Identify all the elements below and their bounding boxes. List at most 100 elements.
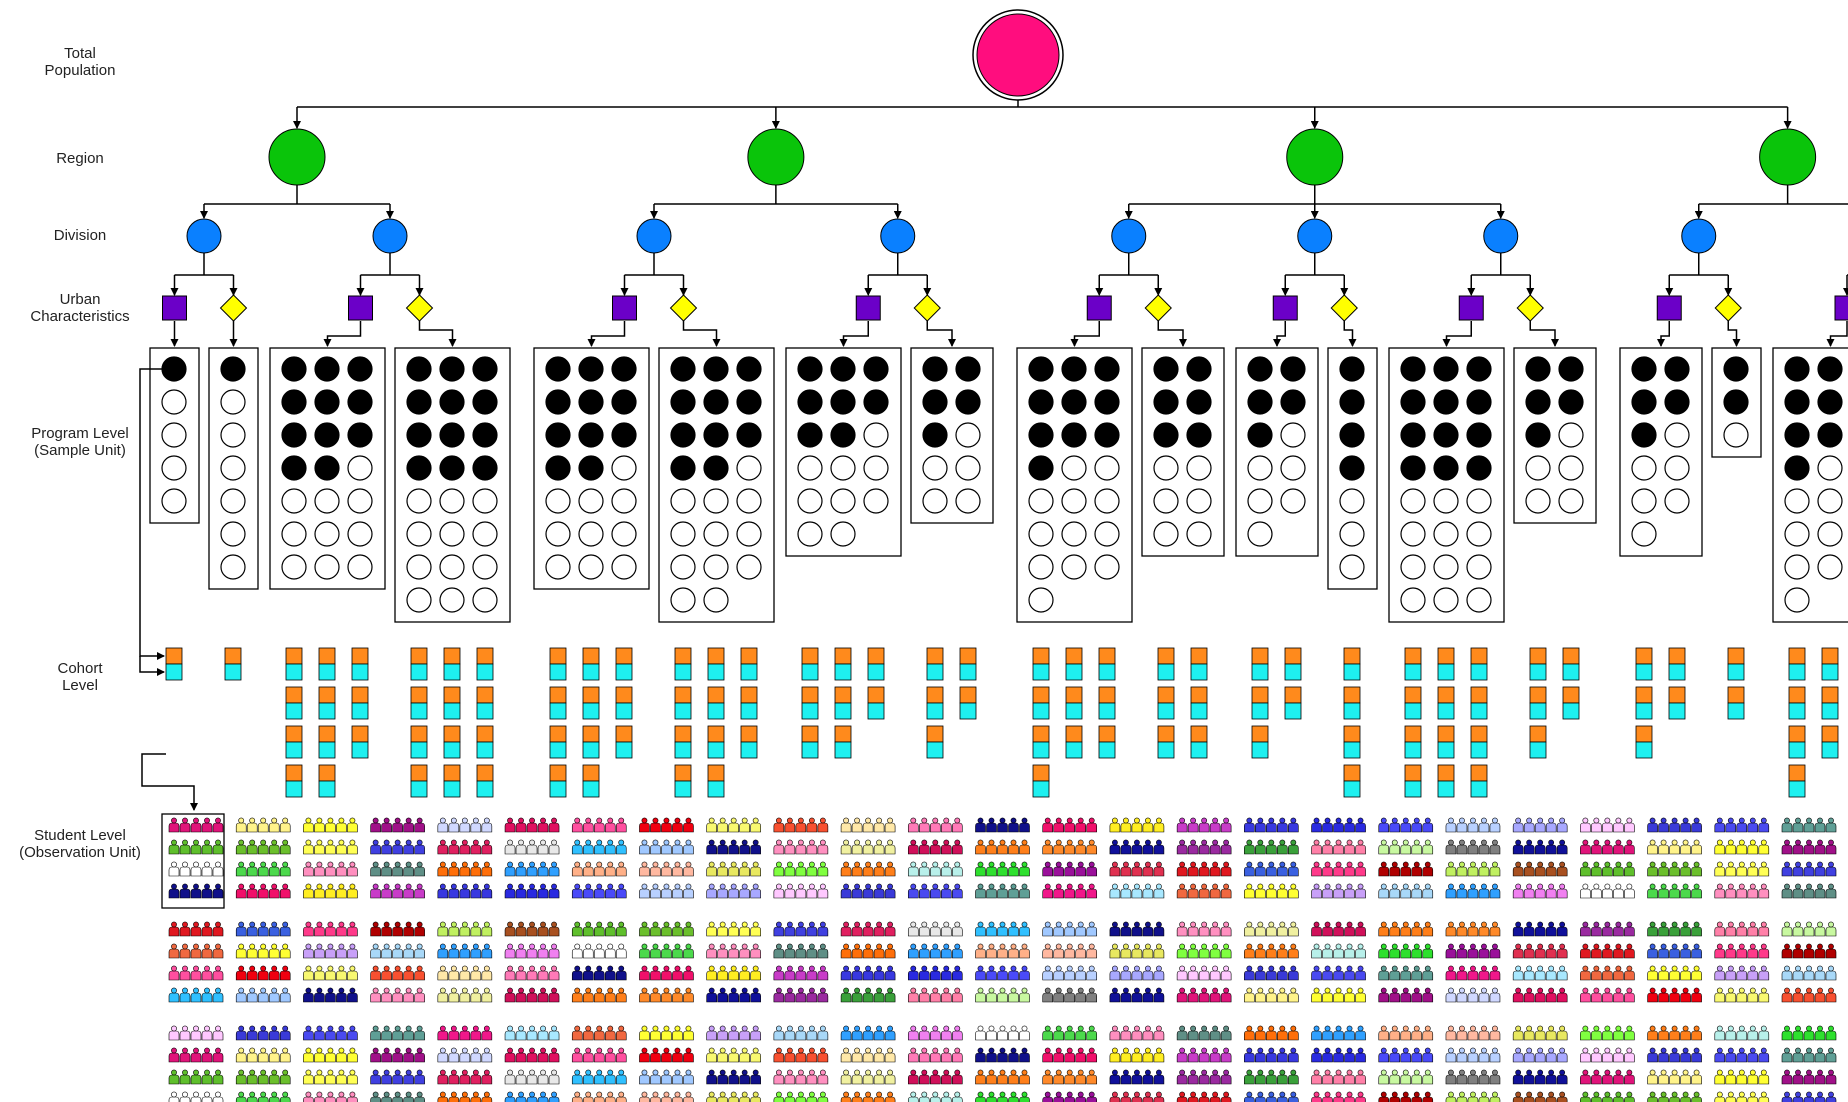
student-icon: [1053, 1030, 1065, 1041]
student-head: [327, 1069, 334, 1076]
student-head: [1179, 883, 1186, 890]
cohort-bottom-cell: [318, 780, 336, 798]
student-head: [249, 1047, 256, 1054]
student-head: [338, 1091, 345, 1098]
student-icon: [392, 970, 403, 981]
student-head: [1604, 861, 1611, 868]
student-icon: [639, 948, 650, 959]
student-head: [663, 817, 670, 824]
student-head: [596, 1091, 603, 1098]
student-icon: [1602, 1052, 1613, 1063]
student-head: [1279, 1091, 1286, 1098]
student-head: [1559, 839, 1566, 846]
student-icon: [784, 822, 796, 833]
student-head: [1626, 965, 1633, 972]
student-icon: [1131, 1096, 1143, 1102]
unsampled-program-circle: [1558, 488, 1584, 514]
student-head: [1357, 943, 1364, 950]
student-head: [641, 817, 648, 824]
student-icon: [672, 888, 683, 899]
cohort-top-cell: [1343, 686, 1361, 704]
student-icon: [246, 1096, 258, 1102]
student-head: [1481, 921, 1487, 928]
student-head: [383, 817, 390, 824]
student-head: [1055, 1091, 1062, 1098]
student-icon: [1209, 1030, 1221, 1041]
unsampled-program-circle: [736, 488, 762, 514]
student-icon: [728, 1074, 739, 1085]
student-icon: [873, 970, 885, 981]
student-icon: [1220, 1030, 1232, 1041]
student-head: [1223, 883, 1230, 890]
cohort-bottom-cell: [740, 663, 758, 681]
student-icon: [1120, 948, 1132, 959]
student-head: [383, 1091, 390, 1098]
student-head: [1795, 883, 1801, 890]
student-head: [1112, 987, 1118, 994]
student-head: [1123, 1025, 1129, 1032]
student-head: [1010, 1025, 1017, 1032]
student-icon: [179, 844, 191, 855]
student-head: [1246, 1025, 1253, 1032]
student-head: [674, 883, 681, 890]
student-icon: [1198, 1096, 1210, 1102]
unsampled-program-circle: [1339, 488, 1365, 514]
student-head: [171, 817, 177, 824]
student-icon: [582, 926, 594, 937]
student-icon: [1803, 844, 1815, 855]
unsampled-program-circle: [406, 587, 432, 613]
student-icon: [548, 992, 560, 1003]
student-head: [1055, 965, 1062, 972]
student-icon: [381, 888, 392, 899]
student-head: [674, 817, 681, 824]
student-head: [338, 1025, 345, 1032]
student-icon: [1400, 926, 1412, 937]
cohort-bottom-cell: [1343, 741, 1361, 759]
student-head: [1021, 943, 1028, 950]
student-head: [585, 839, 592, 846]
student-head: [383, 1069, 390, 1076]
student-icon: [1153, 866, 1165, 877]
sampled-program-circle: [281, 455, 307, 481]
student-head: [1828, 839, 1834, 846]
student-icon: [1758, 1030, 1770, 1041]
student-icon: [370, 1096, 381, 1102]
student-head: [1088, 921, 1095, 928]
student-icon: [650, 888, 661, 899]
student-icon: [1545, 926, 1557, 937]
student-head: [372, 817, 379, 824]
student-head: [1088, 1047, 1095, 1054]
sampled-program-circle: [1339, 389, 1365, 415]
student-head: [1145, 921, 1151, 928]
student-icon: [784, 1074, 796, 1085]
cohort-bottom-cell: [1635, 702, 1653, 720]
student-icon: [1131, 866, 1143, 877]
student-head: [1021, 1069, 1028, 1076]
student-icon: [873, 926, 885, 937]
student-icon: [1400, 1074, 1412, 1085]
cohort-bottom-cell: [285, 780, 303, 798]
student-icon: [1714, 970, 1726, 981]
program-box: [1235, 347, 1319, 557]
student-head: [1257, 883, 1264, 890]
student-icon: [951, 992, 963, 1003]
student-icon: [1512, 866, 1524, 877]
student-icon: [370, 822, 381, 833]
student-icon: [1209, 926, 1221, 937]
cohort-top-cell: [285, 686, 303, 704]
student-head: [372, 1091, 379, 1098]
student-head: [876, 1047, 882, 1054]
student-head: [1246, 921, 1253, 928]
student-head: [1749, 965, 1756, 972]
sampled-program-circle: [670, 422, 696, 448]
student-head: [1335, 921, 1342, 928]
student-head: [1077, 817, 1084, 824]
student-icon: [1691, 1030, 1702, 1041]
student-icon: [717, 866, 728, 877]
connector: [139, 368, 165, 660]
student-icon: [1344, 822, 1355, 833]
student-head: [910, 965, 917, 972]
student-head: [461, 883, 468, 890]
student-icon: [168, 992, 180, 1003]
student-head: [1335, 1047, 1342, 1054]
